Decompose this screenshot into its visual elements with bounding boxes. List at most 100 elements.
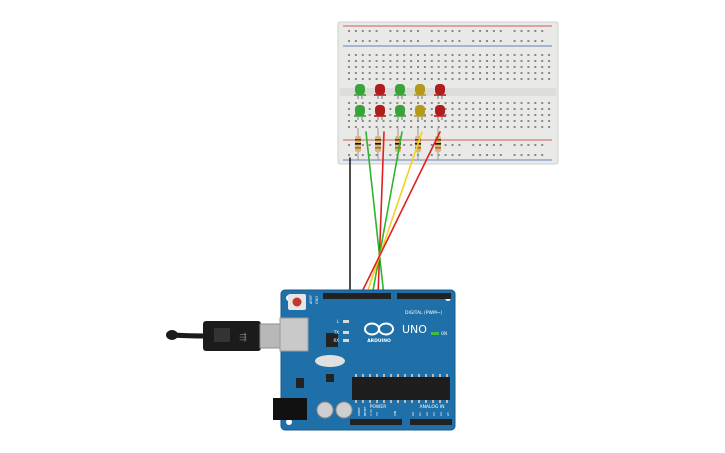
terminal-hole (527, 126, 530, 128)
chip-pin (418, 374, 420, 377)
rail-hole (437, 30, 440, 32)
label-3v3: 3.3V (369, 408, 373, 416)
terminal-hole (479, 120, 482, 122)
terminal-hole (375, 54, 378, 56)
rail-hole (403, 40, 406, 42)
terminal-hole (472, 66, 475, 68)
label-vin: VIN (393, 411, 397, 416)
terminal-hole (348, 72, 350, 74)
rail-hole (361, 40, 364, 42)
terminal-hole (444, 108, 447, 110)
terminal-hole (534, 102, 537, 104)
led-on (431, 332, 439, 335)
terminal-hole (410, 108, 413, 110)
led-red[interactable] (374, 105, 386, 120)
breadboard[interactable] (337, 21, 559, 165)
wire[interactable] (371, 131, 403, 297)
led-rim (394, 115, 406, 117)
terminal-hole (541, 54, 544, 56)
led-green[interactable] (354, 84, 366, 99)
led-lens (355, 105, 365, 116)
terminal-hole (486, 60, 488, 62)
led-red[interactable] (374, 84, 386, 99)
terminal-hole (527, 120, 530, 122)
terminal-hole (499, 102, 502, 104)
resistor[interactable] (355, 128, 361, 160)
terminal-hole (548, 54, 551, 56)
label-tx: TX (333, 330, 339, 335)
arduino-uno-board[interactable]: L TX RX ON UNO ARDUINO DIGITAL (PWM~) PO… (273, 289, 456, 431)
label-reset: RESET (363, 406, 367, 416)
terminal-hole (389, 72, 392, 74)
resistor-band (395, 139, 401, 141)
label-l: L (337, 319, 340, 324)
terminal-hole (541, 66, 544, 68)
wire[interactable] (365, 131, 385, 297)
wire[interactable] (365, 131, 423, 297)
led-red[interactable] (434, 84, 446, 99)
terminal-hole (506, 120, 509, 122)
terminal-hole (451, 108, 454, 110)
terminal-hole (458, 66, 461, 68)
center-channel (340, 88, 556, 96)
terminal-hole (382, 102, 385, 104)
terminal-hole (417, 120, 419, 122)
regulator (296, 378, 304, 388)
terminal-hole (444, 66, 447, 68)
label-a4: A4 (439, 412, 443, 416)
rail-hole (534, 154, 537, 156)
terminal-hole (513, 120, 516, 122)
rail-hole (527, 154, 530, 156)
terminal-hole (486, 66, 488, 68)
reset-button-cap[interactable] (292, 297, 302, 307)
terminal-hole (499, 114, 502, 116)
terminal-hole (548, 102, 551, 104)
rail-hole (458, 40, 461, 42)
led-yellow[interactable] (414, 84, 426, 99)
terminal-hole (499, 66, 502, 68)
led-yellow[interactable] (414, 105, 426, 120)
terminal-hole (458, 54, 461, 56)
terminal-hole (368, 120, 371, 122)
terminal-hole (506, 108, 509, 110)
terminal-hole (444, 126, 447, 128)
terminal-hole (437, 120, 440, 122)
terminal-hole (348, 54, 350, 56)
chip-pin (383, 400, 385, 403)
terminal-hole (506, 66, 509, 68)
wire[interactable] (377, 131, 385, 297)
capacitor-right (335, 401, 353, 419)
led-lens (375, 84, 385, 95)
led-green[interactable] (354, 105, 366, 120)
terminal-hole (458, 108, 461, 110)
wire[interactable] (359, 131, 441, 297)
led-green[interactable] (394, 105, 406, 120)
terminal-hole (458, 126, 461, 128)
terminal-hole (348, 60, 350, 62)
led-rim (434, 94, 446, 96)
arduino-logo (364, 322, 394, 336)
terminal-hole (348, 66, 350, 68)
led-green[interactable] (394, 84, 406, 99)
terminal-hole (410, 66, 413, 68)
terminal-hole (396, 66, 399, 68)
led-red[interactable] (434, 105, 446, 120)
terminal-hole (458, 60, 461, 62)
terminal-hole (348, 108, 350, 110)
terminal-hole (472, 102, 475, 104)
terminal-hole (444, 78, 447, 80)
resistor[interactable] (375, 128, 381, 160)
terminal-hole (492, 126, 495, 128)
rail-hole (444, 144, 447, 146)
terminal-hole (423, 120, 426, 122)
led-rim (414, 115, 426, 117)
led-lens (395, 105, 405, 116)
rail-hole (430, 144, 433, 146)
terminal-hole (541, 108, 544, 110)
rail-hole (472, 154, 475, 156)
terminal-hole (486, 126, 488, 128)
terminal-hole (492, 60, 495, 62)
rail-hole (513, 144, 516, 146)
chip-pin (425, 374, 427, 377)
